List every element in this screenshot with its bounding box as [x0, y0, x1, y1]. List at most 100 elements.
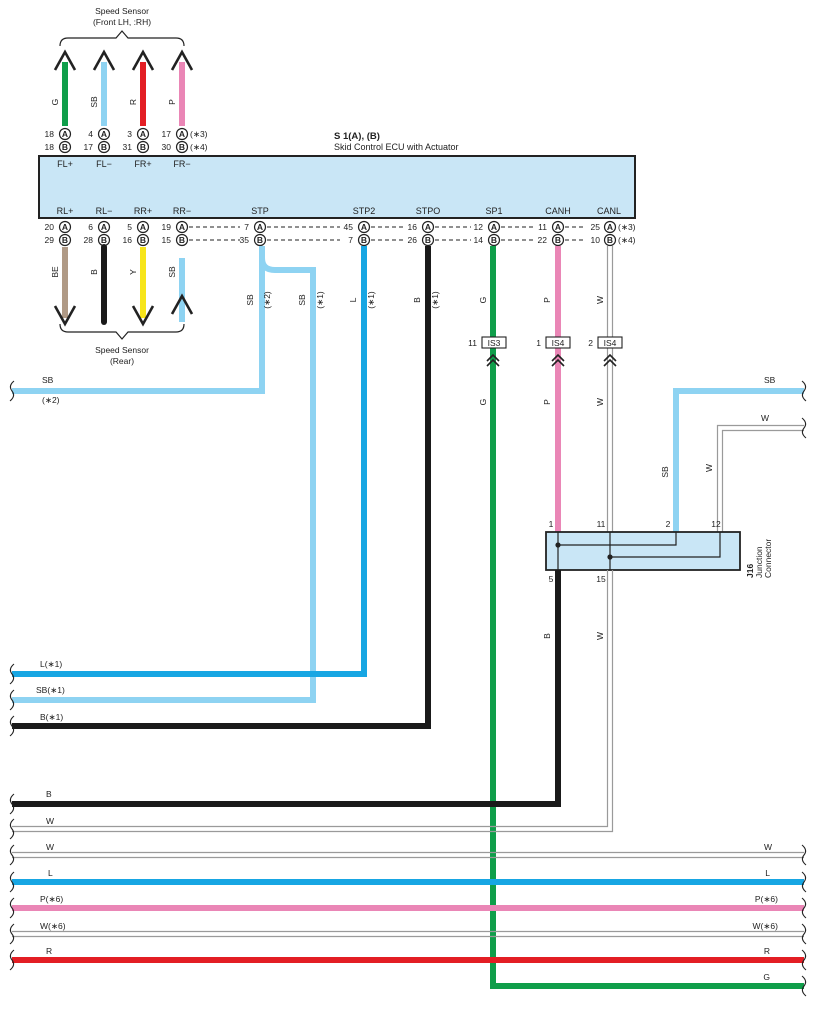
- pin-number: 17: [84, 142, 94, 152]
- terminal-label: FL−: [96, 159, 112, 169]
- pin-number: 4: [88, 129, 93, 139]
- pin-number: 14: [474, 235, 484, 245]
- right-side-labels: W L P(∗6) W(∗6) R G: [752, 842, 778, 982]
- pin-number: 12: [474, 222, 484, 232]
- wire-color-label: B: [89, 269, 99, 275]
- junction-name-line1: Junction: [754, 546, 764, 578]
- pin-number: 11: [538, 222, 547, 232]
- wire-right-w: [716, 424, 804, 532]
- wire-color-label: BE: [50, 266, 60, 278]
- arrow-up-icon: [92, 49, 116, 71]
- connector-name: IS4: [604, 338, 617, 348]
- left-break-marks: [9, 380, 15, 971]
- wire-right-sb: [673, 388, 804, 532]
- connector-is4: [545, 336, 571, 349]
- svg-text:A: A: [101, 129, 107, 139]
- wire-color-label: G: [50, 99, 60, 106]
- pin-number: 16: [123, 235, 133, 245]
- connector-name: IS3: [488, 338, 501, 348]
- connector-pin: 11: [468, 338, 477, 348]
- wire-color-label: P: [167, 99, 177, 105]
- wire-j16-b: [12, 570, 561, 807]
- pin-number: 17: [162, 129, 172, 139]
- pin-number: 45: [344, 222, 354, 232]
- svg-text:B: B: [361, 235, 367, 245]
- ecu-bottom-terminals: RL+ RL− RR+ RR− STP STP2 STPO SP1 CANH C…: [57, 206, 621, 216]
- ecu-code: S 1(A), (B): [334, 131, 380, 142]
- pin-a-circle: [97, 127, 111, 141]
- chevron-up-icon: [486, 353, 500, 362]
- terminal-label: STP: [251, 206, 269, 216]
- front-sensor-title-line1: Speed Sensor: [95, 6, 149, 16]
- terminal-label: FR+: [134, 159, 151, 169]
- right-label: R: [764, 946, 770, 956]
- wire-stp2-l: [12, 246, 367, 677]
- chevron-up-icon: [551, 353, 565, 362]
- svg-text:A: A: [179, 222, 185, 232]
- svg-text:A: A: [361, 222, 367, 232]
- pin-number: 15: [162, 235, 172, 245]
- pin-a-circle: [136, 127, 150, 141]
- terminal-label: RR−: [173, 206, 191, 216]
- pin-number: 5: [549, 574, 554, 584]
- ecu-top-terminals: FL+ FL− FR+ FR−: [57, 159, 191, 169]
- terminal-label: STP2: [353, 206, 376, 216]
- terminal-label: RL−: [96, 206, 113, 216]
- pin-number: 18: [45, 129, 55, 139]
- connector-pin: 2: [588, 338, 593, 348]
- svg-text:A: A: [101, 222, 107, 232]
- pin-number: 7: [244, 222, 249, 232]
- svg-text:B: B: [62, 235, 68, 245]
- pin-number: 31: [123, 142, 133, 152]
- svg-text:A: A: [179, 129, 185, 139]
- junction-name-line2: Connector: [763, 539, 773, 578]
- left-label: W: [46, 842, 54, 852]
- svg-text:B: B: [101, 235, 107, 245]
- right-w-label: W: [761, 413, 769, 423]
- pin-note: (∗4): [190, 142, 208, 152]
- connector-is4: [597, 336, 623, 349]
- pin-number: 11: [597, 519, 606, 529]
- pin-number: 18: [45, 142, 55, 152]
- rear-sensor-wires: BE B Y SB: [50, 244, 194, 327]
- pin-number: 2: [666, 519, 671, 529]
- pin-number: 12: [711, 519, 721, 529]
- right-label: W: [764, 842, 772, 852]
- pin-number: 25: [591, 222, 601, 232]
- ecu-name: Skid Control ECU with Actuator: [334, 142, 459, 152]
- ecu-top-pins: 18 A 18 B 4 A 17 B 3 A 31 B 17 A (∗3) 30…: [45, 127, 208, 154]
- front-sensor-brace: [59, 30, 185, 47]
- terminal-label: SP1: [485, 206, 502, 216]
- wire-note: (∗1): [366, 291, 376, 309]
- pin-number: 22: [538, 235, 548, 245]
- wire-color-label: W: [595, 632, 605, 640]
- front-sensor-wires: G SB R P: [50, 49, 194, 126]
- left-label: R: [46, 946, 52, 956]
- pin-b-circle: [175, 140, 189, 154]
- pin-number: 26: [408, 235, 418, 245]
- wire-color-label: W: [595, 398, 605, 406]
- wire-sp1-g: [490, 246, 804, 989]
- rear-speed-sensor: Speed Sensor (Rear): [59, 323, 185, 366]
- svg-text:B: B: [425, 235, 431, 245]
- wire-color-label: R: [128, 99, 138, 105]
- wire-color-label: B: [542, 633, 552, 639]
- left-label: W: [46, 816, 54, 826]
- right-sb-label: SB: [764, 375, 776, 385]
- pin-number: 20: [45, 222, 55, 232]
- wire-color-label: SB: [89, 96, 99, 108]
- svg-text:B: B: [607, 235, 613, 245]
- wire-color-label: SB: [245, 294, 255, 306]
- svg-text:A: A: [140, 129, 146, 139]
- arrow-up-icon: [131, 49, 155, 71]
- left-label: P(∗6): [40, 894, 63, 904]
- svg-text:B: B: [179, 235, 185, 245]
- svg-text:B: B: [257, 235, 263, 245]
- pin-b-circle: [58, 140, 72, 154]
- pin-note: (∗3): [190, 129, 208, 139]
- wire-color-label: Y: [128, 269, 138, 275]
- pin-number: 6: [88, 222, 93, 232]
- svg-text:A: A: [555, 222, 561, 232]
- chevron-up-icon: [486, 358, 500, 367]
